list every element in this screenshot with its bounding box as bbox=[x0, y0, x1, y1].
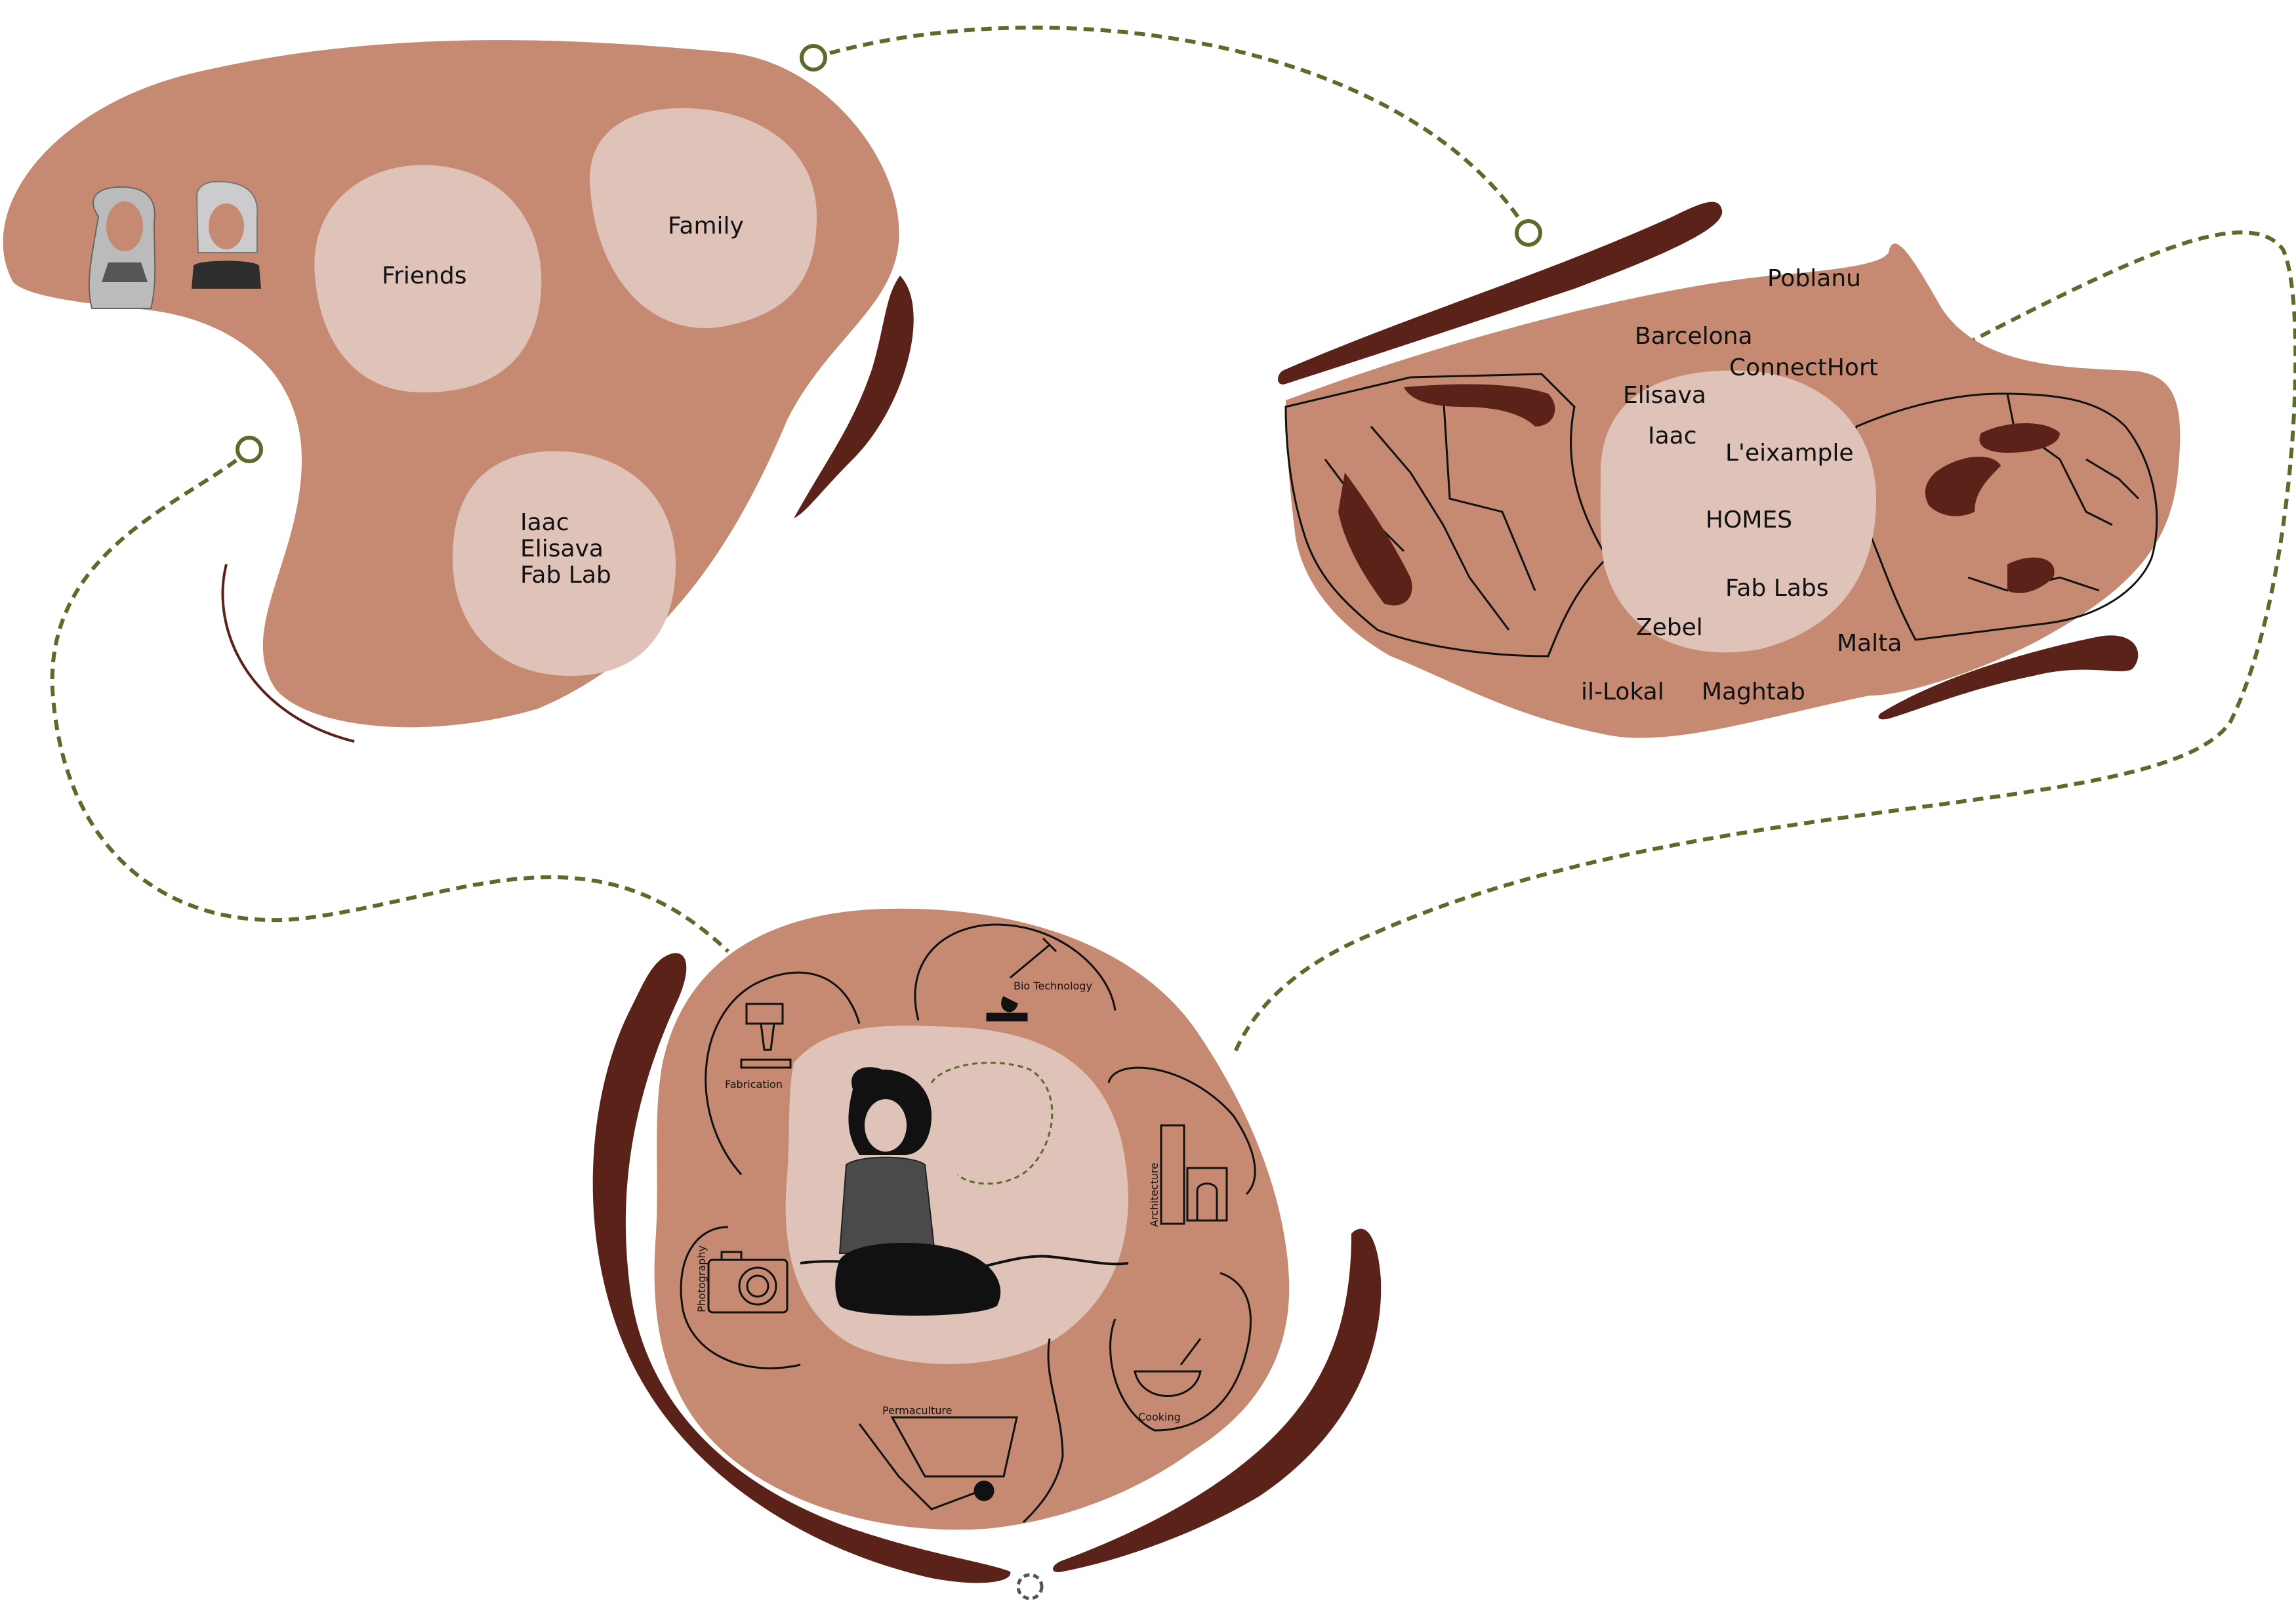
place-connecthort: ConnectHort bbox=[1729, 354, 1878, 381]
homes-circle bbox=[1600, 370, 1876, 653]
path-node-5 bbox=[1016, 1573, 1044, 1600]
place-iaac: Iaac bbox=[1648, 423, 1697, 449]
fabrication-label: Fabrication bbox=[725, 1078, 783, 1091]
architecture-label: Architecture bbox=[1148, 1163, 1160, 1227]
social-blob: Friends Family Iaac Elisava Fab Lab bbox=[3, 40, 914, 743]
place-maghtab: Maghtab bbox=[1702, 678, 1805, 705]
path-node-1 bbox=[800, 44, 827, 72]
place-il-lokal: il-Lokal bbox=[1581, 678, 1664, 705]
place-barcelona: Barcelona bbox=[1635, 323, 1753, 350]
fabrication-icon bbox=[740, 1003, 792, 1069]
friends-label: Friends bbox=[382, 262, 466, 289]
photography-label: Photography bbox=[695, 1245, 708, 1312]
decorative-vines bbox=[680, 923, 1256, 1524]
skills-blob: Bio Technology Fabrication Architecture … bbox=[592, 908, 1382, 1583]
school-label-2: Elisava bbox=[520, 535, 604, 562]
malta-dark-area-2 bbox=[1925, 457, 2001, 516]
photography-camera-icon bbox=[707, 1251, 789, 1314]
malta-dark-area-3 bbox=[2007, 557, 2055, 593]
biotech-label: Bio Technology bbox=[1014, 980, 1092, 992]
place-zebel: Zebel bbox=[1636, 614, 1703, 641]
place-fab-labs: Fab Labs bbox=[1725, 575, 1828, 602]
connection-path bbox=[50, 26, 2296, 1058]
place-homes: HOMES bbox=[1706, 507, 1792, 533]
place-leixample: L'eixample bbox=[1725, 440, 1854, 467]
biotech-icon bbox=[986, 937, 1057, 1022]
avatar-long-hair-icon bbox=[88, 186, 156, 309]
avatar-short-hair-icon bbox=[192, 180, 261, 289]
social-dark-stroke bbox=[794, 276, 914, 518]
friends-circle bbox=[314, 165, 542, 393]
places-dark-stroke-top bbox=[1278, 201, 1723, 385]
skills-dark-stroke-right bbox=[1053, 1228, 1382, 1573]
map-dark-area-1 bbox=[1404, 384, 1555, 427]
path-node-4 bbox=[236, 436, 263, 463]
cooking-label: Cooking bbox=[1138, 1411, 1181, 1423]
skills-dark-stroke-left bbox=[592, 953, 1011, 1583]
places-dark-stroke-bottom bbox=[1878, 635, 2139, 720]
school-label-3: Fab Lab bbox=[520, 562, 611, 589]
places-blob: Poblanu Barcelona ConnectHort Elisava Ia… bbox=[1278, 201, 2181, 738]
person-figure bbox=[835, 1067, 1001, 1316]
social-thin-arc bbox=[221, 564, 355, 743]
permaculture-label: Permaculture bbox=[882, 1404, 952, 1417]
architecture-icon bbox=[1160, 1124, 1228, 1225]
face bbox=[865, 1099, 907, 1152]
place-malta: Malta bbox=[1837, 630, 1902, 657]
malta-dark-area-1 bbox=[1979, 423, 2060, 453]
legs bbox=[835, 1243, 1001, 1316]
permaculture-wheelbarrow-icon bbox=[858, 1416, 1018, 1511]
torso bbox=[838, 1156, 936, 1254]
path-node-2 bbox=[1515, 219, 1542, 247]
cooking-bowl-icon bbox=[1134, 1338, 1202, 1397]
self-dashed-circle bbox=[930, 1062, 1054, 1185]
place-poblanu: Poblanu bbox=[1767, 265, 1861, 292]
school-label-1: Iaac bbox=[520, 509, 569, 536]
schools-circle bbox=[453, 451, 676, 676]
family-label: Family bbox=[668, 213, 744, 240]
map-dark-area-2 bbox=[1338, 472, 1412, 606]
family-circle bbox=[590, 108, 817, 328]
place-elisava: Elisava bbox=[1623, 382, 1706, 409]
